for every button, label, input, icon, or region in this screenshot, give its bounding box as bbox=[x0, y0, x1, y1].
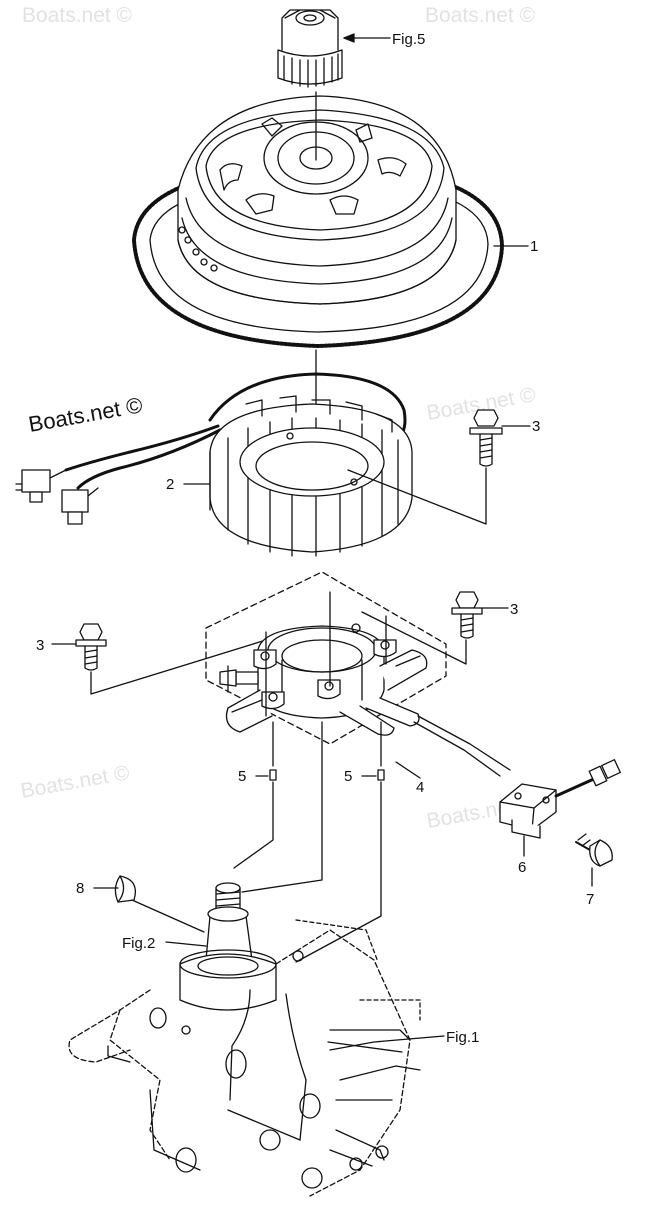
bolt-3-left bbox=[75, 623, 107, 671]
label-part-1: 1 bbox=[530, 238, 538, 255]
dowel-pins bbox=[269, 769, 385, 781]
leader-fig2 bbox=[165, 941, 207, 947]
bolt-3-right bbox=[451, 591, 483, 639]
label-part-4: 4 bbox=[416, 779, 424, 796]
bolt-3-upper bbox=[469, 409, 503, 467]
label-part-5-left: 5 bbox=[238, 768, 246, 785]
bolt-3-left-guide bbox=[90, 639, 267, 695]
guide-line-center bbox=[241, 721, 323, 893]
label-part-2: 2 bbox=[166, 476, 174, 493]
flywheel-nut bbox=[277, 9, 391, 88]
label-fig1: Fig.1 bbox=[446, 1029, 479, 1046]
guide-line-left-dowel bbox=[233, 721, 274, 869]
guide-line-right-dowel bbox=[295, 721, 382, 963]
label-part-7: 7 bbox=[586, 891, 594, 908]
pulser-coil-bracket bbox=[219, 623, 511, 777]
label-fig5: Fig.5 bbox=[392, 31, 425, 48]
label-part-5-right: 5 bbox=[344, 768, 352, 785]
watermark-lower-left: Boats.net © bbox=[19, 761, 132, 803]
bolt-3-right-guide bbox=[361, 611, 467, 665]
label-part-3-upper: 3 bbox=[532, 418, 540, 435]
label-part-3-left: 3 bbox=[36, 637, 44, 654]
screw-part-7 bbox=[575, 833, 613, 867]
watermark-top-right: Boats.net © bbox=[425, 4, 536, 27]
bracket-vertical-lines bbox=[265, 591, 387, 717]
engine-block bbox=[68, 919, 421, 1197]
label-part-3-right: 3 bbox=[510, 601, 518, 618]
bolt-3-upper-guide bbox=[347, 467, 487, 525]
leader-key-to-shaft bbox=[131, 899, 205, 933]
leader-fig1 bbox=[329, 1035, 445, 1051]
watermark-top-left: Boats.net © bbox=[22, 4, 133, 27]
assembly-boundary-4 bbox=[205, 571, 447, 745]
sensor-part-6 bbox=[499, 759, 621, 839]
flywheel bbox=[132, 95, 504, 348]
label-part-6: 6 bbox=[518, 859, 526, 876]
stator-coil bbox=[15, 372, 413, 557]
woodruff-key bbox=[114, 875, 137, 903]
crankshaft-end bbox=[205, 882, 253, 967]
label-part-8: 8 bbox=[76, 880, 84, 897]
label-fig2: Fig.2 bbox=[122, 935, 155, 952]
watermark-main: Boats.net © bbox=[27, 392, 145, 437]
leader-part-4 bbox=[395, 761, 421, 779]
